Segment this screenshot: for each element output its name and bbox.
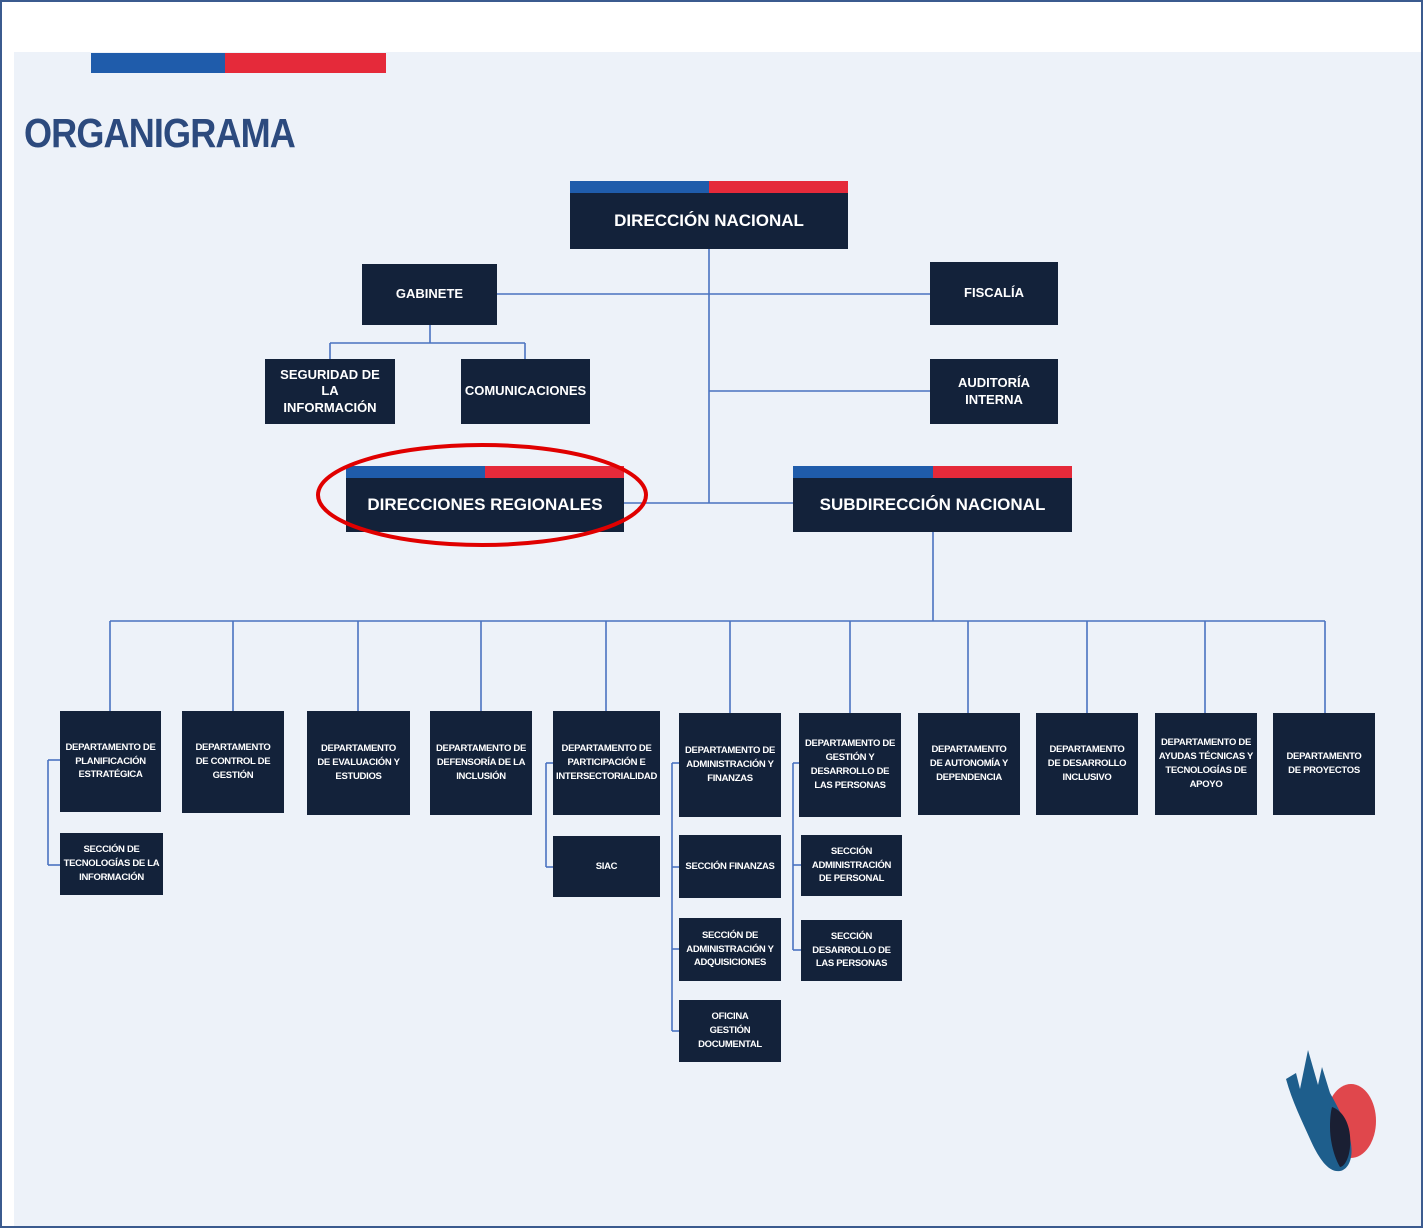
header-bar-blue — [91, 53, 225, 73]
node-gabinete: GABINETE — [362, 264, 497, 325]
node-dep-proyectos: DEPARTAMENTO DE PROYECTOS — [1273, 713, 1375, 815]
node-dep-control: DEPARTAMENTO DE CONTROL DE GESTIÓN — [182, 711, 284, 813]
page-title: ORGANIGRAMA — [24, 110, 296, 156]
node-auditoria-interna: AUDITORÍA INTERNA — [930, 359, 1058, 424]
node-direccion-nacional: DIRECCIÓN NACIONAL — [570, 193, 848, 249]
node-oficina-documental: OFICINA GESTIÓN DOCUMENTAL — [679, 1000, 781, 1062]
node-sec-adquisiciones: SECCIÓN DE ADMINISTRACIÓN Y ADQUISICIONE… — [679, 918, 781, 981]
node-comunicaciones: COMUNICACIONES — [461, 359, 590, 424]
institution-logo — [1286, 1050, 1376, 1172]
header-bar-red — [225, 53, 386, 73]
subdireccion-nacional-accent — [793, 466, 1072, 478]
node-dep-desarrollo-inclusivo: DEPARTAMENTO DE DESARROLLO INCLUSIVO — [1036, 713, 1138, 815]
node-subdireccion-nacional: SUBDIRECCIÓN NACIONAL — [793, 478, 1072, 532]
node-sec-finanzas: SECCIÓN FINANZAS — [679, 835, 781, 898]
node-dep-planificacion: DEPARTAMENTO DE PLANIFICACIÓN ESTRATÉGIC… — [60, 711, 161, 812]
node-dep-ayudas-tecnicas: DEPARTAMENTO DE AYUDAS TÉCNICAS Y TECNOL… — [1155, 713, 1257, 815]
node-seguridad-informacion: SEGURIDAD DE LA INFORMACIÓN — [265, 359, 395, 424]
node-dep-autonomia: DEPARTAMENTO DE AUTONOMÍA Y DEPENDENCIA — [918, 713, 1020, 815]
node-dep-defensoria: DEPARTAMENTO DE DEFENSORÍA DE LA INCLUSI… — [430, 711, 532, 815]
node-dep-evaluacion: DEPARTAMENTO DE EVALUACIÓN Y ESTUDIOS — [307, 711, 410, 815]
node-dep-administracion: DEPARTAMENTO DE ADMINISTRACIÓN Y FINANZA… — [679, 713, 781, 817]
node-siac: SIAC — [553, 836, 660, 897]
direccion-nacional-accent — [570, 181, 848, 193]
direcciones-regionales-accent — [346, 466, 624, 478]
node-direcciones-regionales: DIRECCIONES REGIONALES — [346, 478, 624, 532]
node-sec-desarrollo-personas: SECCIÓN DESARROLLO DE LAS PERSONAS — [801, 920, 902, 981]
node-dep-participacion: DEPARTAMENTO DE PARTICIPACIÓN E INTERSEC… — [553, 711, 660, 815]
node-dep-gestion-personas: DEPARTAMENTO DE GESTIÓN Y DESARROLLO DE … — [799, 713, 901, 817]
node-sec-admin-personal: SECCIÓN ADMINISTRACIÓN DE PERSONAL — [801, 835, 902, 896]
node-fiscalia: FISCALÍA — [930, 262, 1058, 325]
node-sec-tecnologias: SECCIÓN DE TECNOLOGÍAS DE LA INFORMACIÓN — [60, 833, 163, 895]
